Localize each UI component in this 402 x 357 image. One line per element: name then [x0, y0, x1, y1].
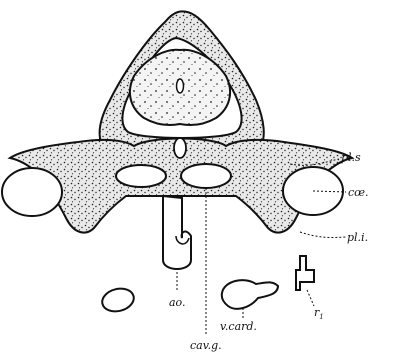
aorta: [163, 196, 191, 269]
label-pl-i: pl.i.: [347, 231, 368, 244]
pl-i-leader: [300, 232, 346, 237]
cavity-right: [181, 164, 231, 188]
central-canal: [177, 79, 184, 93]
label-ao: ao.: [169, 296, 185, 309]
r1-leader: [307, 290, 314, 306]
cavity-left: [116, 165, 166, 187]
label-r1-subscript: 1: [319, 313, 323, 321]
label-r1: r1: [314, 306, 324, 321]
label-coe: cœ.: [348, 186, 369, 199]
small-vessel-left: [100, 285, 136, 314]
label-pl-s: pl.s: [341, 151, 361, 164]
cardinal-vein: [222, 280, 278, 309]
label-cav-g: cav.g.: [190, 339, 222, 352]
coelom-left: [2, 168, 62, 216]
notochord: [174, 138, 186, 158]
label-v-card: v.card.: [220, 320, 257, 333]
r1-structure: [296, 256, 314, 290]
